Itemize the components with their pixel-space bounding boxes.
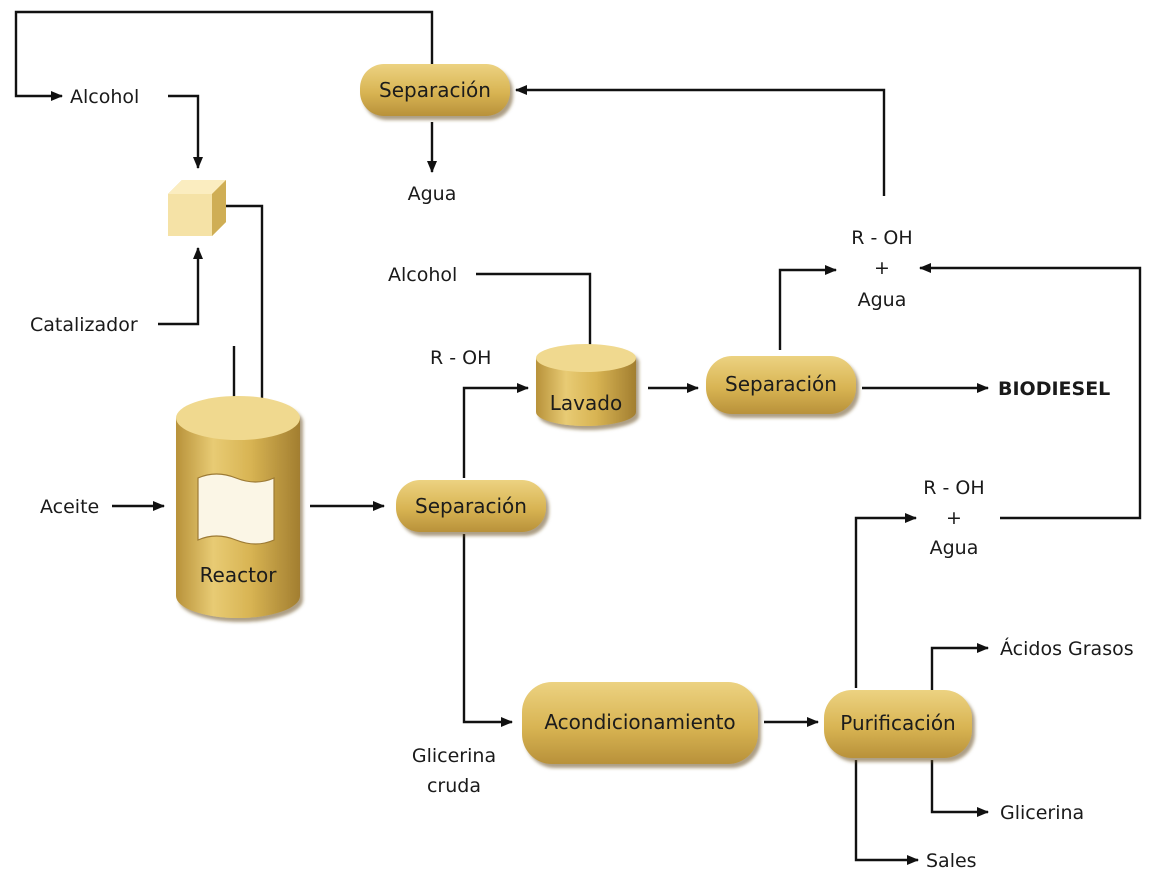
separation-mid-label: Separación xyxy=(415,494,527,518)
purification-to-roh-line xyxy=(854,513,917,688)
salts-label: Sales xyxy=(926,850,977,872)
catalyst-line xyxy=(158,247,203,326)
roh-bottom-label: R - OH xyxy=(923,477,984,499)
recycle-line-top xyxy=(14,10,434,101)
reactor-paddle-icon xyxy=(197,473,275,545)
roh-to-top-separation-line xyxy=(515,85,886,196)
biodiesel-label: BIODIESEL xyxy=(998,378,1110,400)
separation-to-roh-line xyxy=(778,265,837,350)
reactor-node: Reactor xyxy=(176,396,300,618)
fatty-acids-label: Ácidos Grasos xyxy=(1000,637,1134,660)
purification-label: Purificación xyxy=(840,711,955,735)
crude-glycerin-label-2: cruda xyxy=(427,775,481,797)
separation-right-node: Separación xyxy=(706,356,856,414)
connector-lines xyxy=(14,10,1142,865)
purification-to-salts-line xyxy=(854,760,919,865)
washing-label: Lavado xyxy=(550,391,622,415)
purification-to-glycerin-line xyxy=(930,760,989,817)
roh-recycle-line xyxy=(919,263,1142,520)
separation-to-conditioning-line xyxy=(462,534,513,727)
catalyst-cube-icon xyxy=(168,180,226,236)
separation-right-label: Separación xyxy=(725,372,837,396)
separation-to-washing-line xyxy=(462,383,529,478)
catalyst-label: Catalizador xyxy=(30,314,138,336)
purification-node: Purificación xyxy=(824,690,972,758)
catalyst-to-reactor-line xyxy=(226,204,267,425)
glycerin-label: Glicerina xyxy=(1000,802,1084,824)
conditioning-node: Acondicionamiento xyxy=(522,682,758,764)
alcohol-mid-label: Alcohol xyxy=(388,264,457,286)
separation-top-label: Separación xyxy=(379,78,491,102)
washing-node: Lavado xyxy=(536,344,636,426)
water-top-label: Agua xyxy=(408,183,457,205)
roh-washing-label: R - OH xyxy=(430,347,491,369)
water-right-bottom-label: Agua xyxy=(930,537,979,559)
plus-top-label: + xyxy=(874,257,890,279)
roh-top-label: R - OH xyxy=(851,227,912,249)
conditioning-label: Acondicionamiento xyxy=(544,710,735,734)
reactor-label: Reactor xyxy=(200,563,278,587)
alcohol-to-washing-line xyxy=(476,272,595,357)
alcohol-to-catalyst-line xyxy=(168,94,203,169)
oil-label: Aceite xyxy=(40,496,99,518)
separation-mid-node: Separación xyxy=(396,480,546,532)
separation-top-node: Separación xyxy=(360,64,510,116)
water-right-top-label: Agua xyxy=(858,289,907,311)
purification-to-fatty-acids-line xyxy=(930,643,989,690)
plus-bottom-label: + xyxy=(946,507,962,529)
crude-glycerin-label-1: Glicerina xyxy=(412,745,496,767)
alcohol-top-label: Alcohol xyxy=(70,86,139,108)
